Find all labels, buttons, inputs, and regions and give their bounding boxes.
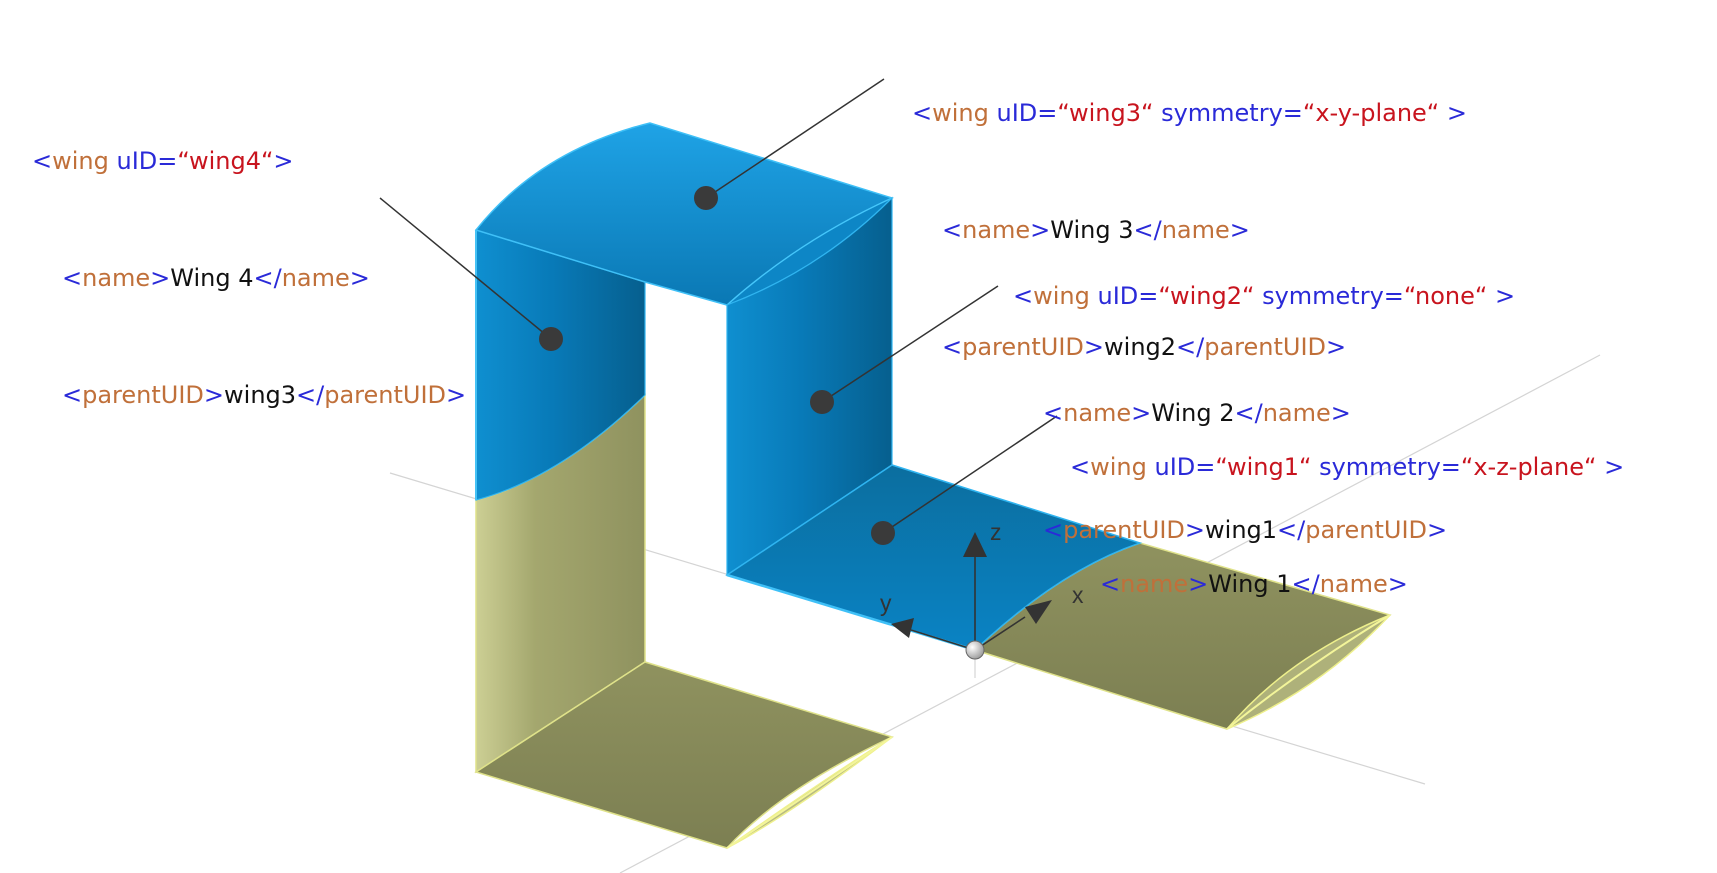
- wing1-xml-snippet: <wing uID=“wing1“ symmetry=“x-z-plane“ >…: [1070, 370, 1624, 643]
- x-axis-label: x: [1072, 582, 1084, 608]
- y-axis-label: y: [880, 590, 892, 616]
- wing3-marker: [694, 186, 718, 210]
- wing4-name-line: <name>Wing 4</name>: [62, 264, 370, 292]
- coordinate-system: z x y: [880, 519, 1084, 660]
- wing1-name-line: <name>Wing 1</name>: [1100, 570, 1408, 598]
- wing3-xml-snippet: <wing uID=“wing3“ symmetry=“x-y-plane“ >…: [912, 16, 1467, 406]
- wing2-marker: [810, 390, 834, 414]
- x-arrow-head: [1025, 600, 1052, 624]
- wing2-surface: [726, 196, 893, 577]
- callout-leaders: [379, 78, 1058, 534]
- wing4-open-tag: <wing uID=“wing4“>: [32, 147, 294, 175]
- wing3-name-line: <name>Wing 3</name>: [942, 216, 1250, 244]
- z-arrow-head: [963, 532, 987, 557]
- wing3-parent-line: <parentUID>wing2</parentUID>: [942, 333, 1347, 361]
- wing2-parent-line: <parentUID>wing1</parentUID>: [1043, 516, 1448, 544]
- y-arrow-head: [891, 618, 914, 638]
- wing4-xml-snippet: <wing uID=“wing4“> <name>Wing 4</name> <…: [32, 64, 466, 454]
- origin-sphere: [965, 640, 985, 660]
- wing4-surface: [475, 229, 646, 501]
- z-axis-label: z: [990, 519, 1002, 545]
- wing4-parent-line: <parentUID>wing3</parentUID>: [62, 381, 467, 409]
- wing3-open-tag: <wing uID=“wing3“ symmetry=“x-y-plane“ >: [912, 99, 1467, 127]
- wing4-marker: [539, 327, 563, 351]
- wing2-xml-snippet: <wing uID=“wing2“ symmetry=“none“ > <nam…: [1013, 199, 1515, 589]
- wing2-name-line: <name>Wing 2</name>: [1043, 399, 1351, 427]
- wing2-open-tag: <wing uID=“wing2“ symmetry=“none“ >: [1013, 282, 1516, 310]
- callout-markers: [539, 186, 895, 545]
- wing1-open-tag: <wing uID=“wing1“ symmetry=“x-z-plane“ >: [1070, 453, 1625, 481]
- wing1-marker: [871, 521, 895, 545]
